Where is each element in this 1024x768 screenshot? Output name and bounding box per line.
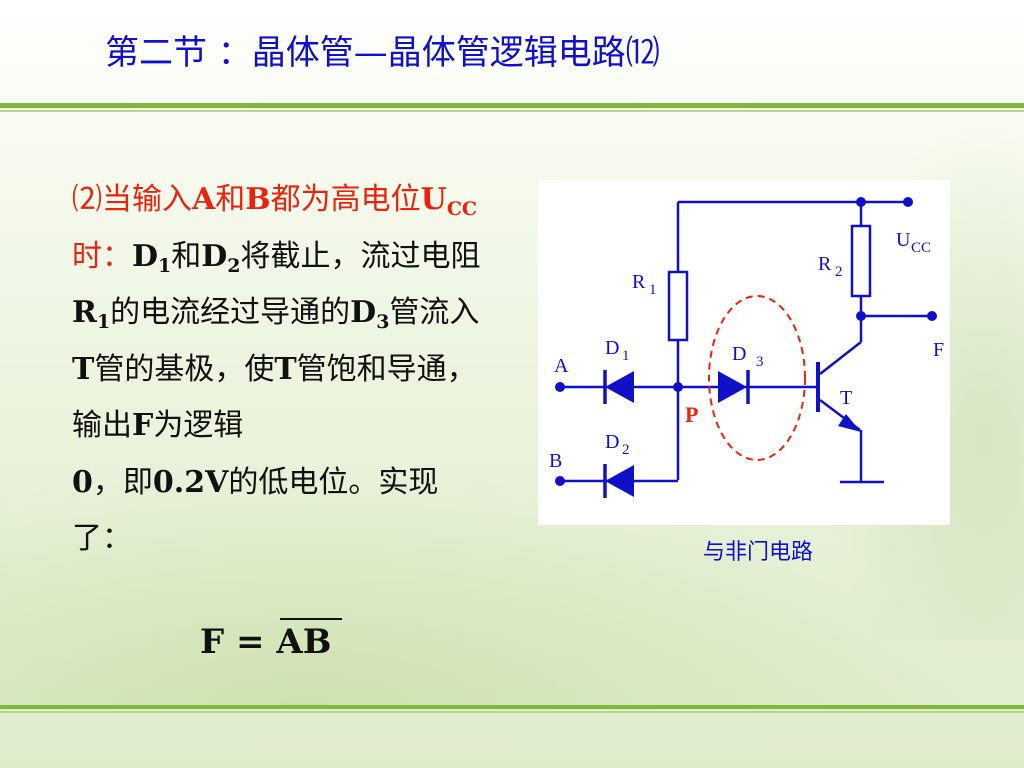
equation-equals: = xyxy=(224,622,277,662)
slide-title: 第二节 ：晶体管—晶体管逻辑电路⑿ xyxy=(105,33,660,73)
node-output-terminal xyxy=(927,311,937,321)
and-text: 和 xyxy=(215,182,246,217)
d1-symbol: D xyxy=(132,238,159,274)
d3-subscript: 3 xyxy=(376,311,390,333)
logic-text: 为逻辑 xyxy=(153,408,244,443)
resistor-r2 xyxy=(850,224,872,298)
voltage-value: 0.2V xyxy=(152,464,229,500)
base-text: 管的基极，使 xyxy=(94,351,275,387)
circuit-caption: 与非门电路 xyxy=(703,540,813,565)
input-b: B xyxy=(245,182,271,217)
top-divider xyxy=(0,103,1024,108)
r2-label: R xyxy=(818,253,832,275)
t-symbol-2: T xyxy=(274,351,297,387)
d2-symbol: D xyxy=(201,238,228,274)
high-level-text: 都为高电位 xyxy=(270,182,421,217)
node-output-junction xyxy=(856,311,866,321)
low-level-text: 的低电位。实现了： xyxy=(72,464,439,557)
nand-equation: F = AB xyxy=(200,618,342,662)
diode-d3 xyxy=(718,371,747,403)
equation-rhs: AB xyxy=(276,622,332,662)
d2-label: D xyxy=(605,431,619,453)
d1-label: D xyxy=(605,337,619,359)
diode-d1 xyxy=(605,371,634,403)
t-symbol: T xyxy=(72,351,95,387)
emitter-arrow xyxy=(838,414,861,432)
node-vcc-terminal xyxy=(903,197,913,207)
ucc-label: U xyxy=(896,229,911,251)
input-a: A xyxy=(192,182,216,217)
he-text: 和 xyxy=(171,238,202,274)
when-text: 时： xyxy=(72,238,132,274)
diode-d2 xyxy=(605,465,634,497)
node-p xyxy=(673,382,683,392)
f-label: F xyxy=(933,339,944,361)
ucc-symbol: U xyxy=(420,182,447,217)
r1-label: R xyxy=(632,271,646,293)
r1-label-subscript: 1 xyxy=(649,282,657,298)
b-label: B xyxy=(549,450,562,472)
transistor-collector xyxy=(819,341,862,375)
node-input-a xyxy=(555,382,565,392)
d2-subscript: 2 xyxy=(227,254,241,277)
intro-text: ⑵当输入 xyxy=(72,182,192,217)
ucc-label-subscript: CC xyxy=(911,240,931,256)
explanation-text: ⑵当输入A和B都为高电位UCC时：D1和D2将截止，流过电阻R1的电流经过导通的… xyxy=(72,172,492,568)
ucc-subscript: CC xyxy=(446,198,478,220)
d1-subscript: 1 xyxy=(158,254,172,277)
node-vcc-junction xyxy=(856,197,866,207)
r1-subscript: 1 xyxy=(96,311,111,333)
r1-symbol: R xyxy=(72,295,97,330)
d1-label-subscript: 1 xyxy=(622,348,630,364)
d2-label-subscript: 2 xyxy=(622,442,630,458)
resistor-r1 xyxy=(667,270,689,342)
p-label: P xyxy=(685,402,698,427)
d3-symbol: D xyxy=(350,295,377,330)
node-input-b xyxy=(555,476,565,486)
t-label: T xyxy=(840,387,852,409)
equation-lhs: F xyxy=(200,622,225,662)
ie-text: ，即 xyxy=(92,464,153,500)
a-label: A xyxy=(554,355,569,377)
bottom-divider xyxy=(0,705,1024,709)
current-text: 的电流经过导通的 xyxy=(110,295,351,330)
highlight-ellipse xyxy=(708,295,806,461)
zero-value: 0 xyxy=(72,464,93,500)
cutoff-text: 将截止，流过电阻 xyxy=(240,238,481,274)
bottom-divider-thin xyxy=(0,711,1024,713)
saturate-text: 管饱和导通，输出 xyxy=(72,351,477,444)
f-symbol: F xyxy=(132,408,154,443)
d3-label-subscript: 3 xyxy=(756,354,764,370)
r2-label-subscript: 2 xyxy=(835,264,843,280)
top-divider-thin xyxy=(0,110,1024,112)
d3-label: D xyxy=(732,343,746,365)
equation-overline xyxy=(280,618,342,620)
flow-text: 管流入 xyxy=(389,295,480,330)
